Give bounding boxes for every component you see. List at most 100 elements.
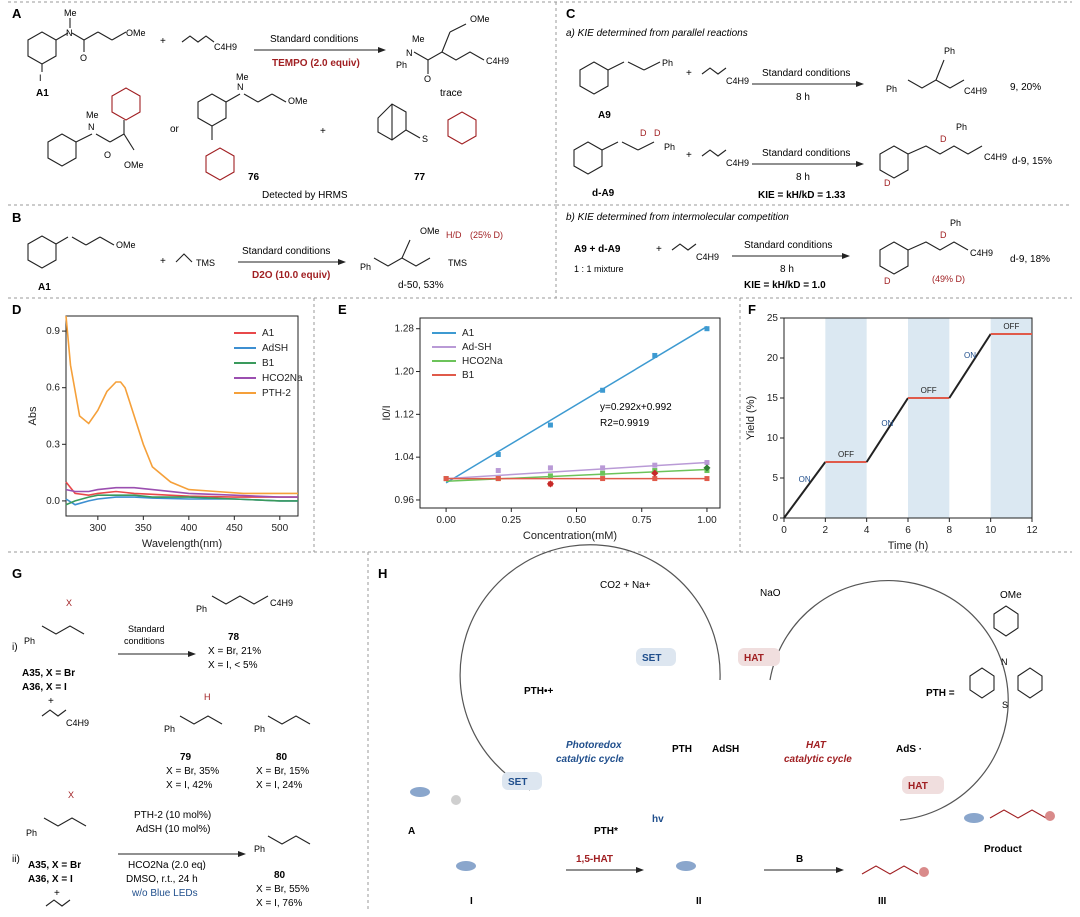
data-point-Ad-SH: [547, 465, 553, 471]
legend-label-HCO2Na: HCO2Na: [462, 356, 503, 367]
svg-text:D: D: [884, 178, 891, 188]
svg-text:Ph: Ph: [664, 142, 675, 152]
hat-badge-1: [738, 648, 780, 666]
label-off: OFF: [838, 450, 854, 459]
x-tick-label: 10: [985, 525, 997, 536]
data-point-B1: [600, 476, 606, 482]
svg-text:Me: Me: [86, 110, 99, 120]
segment-on: [783, 461, 827, 519]
x-tick-label: 1.00: [697, 515, 717, 526]
y-tick-label: 0.6: [46, 383, 60, 394]
data-point-A1: [652, 352, 658, 358]
x-axis-label: Time (h): [888, 540, 929, 552]
svg-text:Ph: Ph: [26, 828, 37, 838]
svg-text:OMe: OMe: [420, 226, 440, 236]
label-on: ON: [964, 351, 976, 360]
cond-a: Standard conditions: [270, 34, 358, 45]
x-tick-label: 0: [781, 525, 787, 536]
product-a: Me N Ph OMe O C4H9 trace: [396, 14, 509, 99]
svg-text:catalytic cycle: catalytic cycle: [784, 754, 852, 765]
series-line-PTH-2: [65, 315, 298, 495]
set-badge-2: [502, 772, 542, 790]
svg-text:X = I, 42%: X = I, 42%: [166, 780, 213, 791]
svg-text:catalytic cycle: catalytic cycle: [556, 754, 624, 765]
dark-interval: [908, 318, 950, 518]
svg-text:OMe: OMe: [116, 240, 136, 250]
svg-text:1,5-HAT: 1,5-HAT: [576, 854, 613, 865]
y-tick-label: 5: [772, 473, 778, 484]
data-point-B1: [443, 476, 449, 482]
hexene-a: [181, 35, 215, 43]
panel-letter-b: B: [12, 210, 21, 225]
g-80b: 80: [274, 870, 286, 881]
svg-text:SET: SET: [508, 777, 527, 788]
x-tick-label: 6: [905, 525, 911, 536]
label-off: OFF: [1003, 322, 1019, 331]
intermediate-iii: III: [878, 896, 887, 907]
x-tick-label: 450: [226, 523, 243, 534]
x-axis-label: Concentration(mM): [523, 530, 617, 542]
b-deut: (25% D): [470, 230, 503, 240]
pth-radical-cation: PTH•+: [524, 686, 554, 697]
fit-r2: R2=0.9919: [600, 418, 650, 429]
y-tick-label: 0.0: [46, 496, 60, 507]
molecule-a1: N Me O OMe I A1: [27, 8, 146, 99]
data-point-extra: [703, 464, 711, 472]
x-tick-label: 350: [135, 523, 152, 534]
panel-dividers: [8, 1, 1072, 912]
b-a1-label: A1: [38, 282, 51, 293]
trace-label: trace: [440, 88, 463, 99]
x-tick-label: 0.00: [436, 515, 456, 526]
c-da9: d-A9: [592, 188, 615, 199]
plot-frame: [65, 315, 299, 517]
legend-label-A1: A1: [262, 328, 275, 339]
dark-interval: [825, 318, 867, 518]
x-tick-label: 400: [180, 523, 197, 534]
svg-text:+: +: [686, 150, 692, 161]
svg-text:Ph: Ph: [254, 724, 265, 734]
svg-text:Ph: Ph: [254, 844, 265, 854]
svg-text:Standard: Standard: [128, 624, 165, 634]
hat-cycle-arc: [769, 580, 1009, 821]
photoredox-cycle-arc: [459, 544, 721, 791]
svg-text:C4H9: C4H9: [964, 86, 987, 96]
data-point-A1: [547, 422, 553, 428]
svg-text:SET: SET: [642, 653, 661, 664]
svg-text:D: D: [940, 134, 947, 144]
data-point-Ad-SH: [495, 468, 501, 474]
panel-letter-e: E: [338, 302, 347, 317]
c-sub-a: a) KIE determined from parallel reaction…: [566, 28, 748, 39]
svg-text:Ph: Ph: [944, 46, 955, 56]
svg-text:i): i): [12, 642, 18, 653]
panel-b: B OMe A1 + TMS Standard conditions D2O (…: [12, 210, 503, 293]
data-point-HCO2Na: [547, 473, 553, 479]
data-point-A1: [495, 451, 501, 457]
svg-text:A35, X = Br: A35, X = Br: [28, 860, 81, 871]
svg-text:8 h: 8 h: [796, 172, 810, 183]
svg-text:Ph: Ph: [396, 60, 407, 70]
cond-b: Standard conditions: [242, 246, 330, 257]
y-tick-label: 20: [767, 353, 779, 364]
series-line-B1: [65, 494, 298, 506]
no-light: w/o Blue LEDs: [131, 888, 198, 899]
svg-text:B: B: [796, 854, 803, 865]
legend-label-PTH-2: PTH-2: [262, 388, 291, 399]
plus-a: +: [160, 36, 166, 47]
svg-text:TMS: TMS: [448, 258, 467, 268]
adsh: AdSH: [712, 744, 739, 755]
legend-label-AdSH: AdSH: [262, 343, 288, 354]
svg-text:S: S: [1002, 700, 1008, 710]
svg-text:Ph: Ph: [164, 724, 175, 734]
ads-radical: AdS ·: [896, 744, 922, 755]
y-tick-label: 0.9: [46, 326, 60, 337]
svg-text:N: N: [1001, 657, 1008, 667]
svg-text:S: S: [422, 134, 428, 144]
label-on: ON: [881, 419, 893, 428]
svg-text:Ph: Ph: [662, 58, 673, 68]
b-hd: H/D: [446, 230, 462, 240]
intermediate-ii: II: [696, 896, 702, 907]
y-tick-label: 25: [767, 313, 779, 324]
c-p1: 9, 20%: [1010, 82, 1041, 93]
a1-n: N: [66, 28, 73, 38]
